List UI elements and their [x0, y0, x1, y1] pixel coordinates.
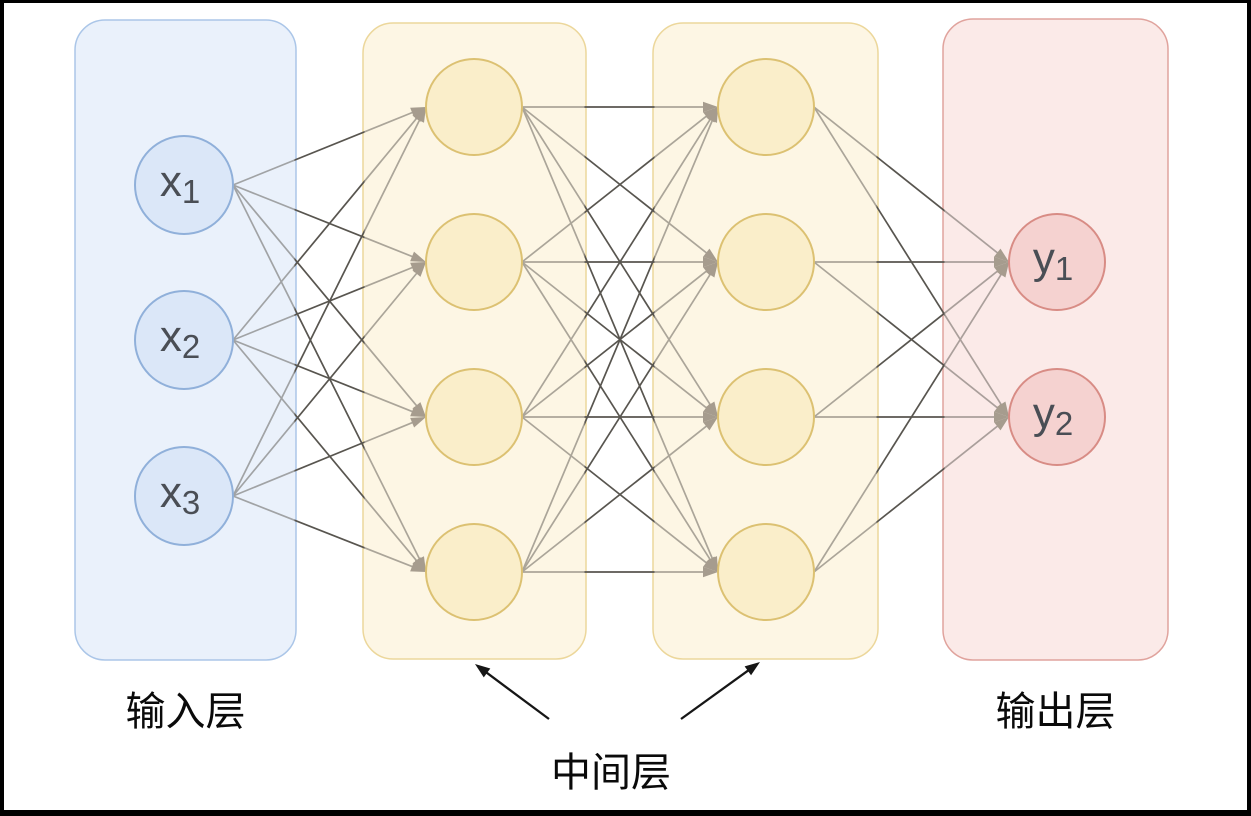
edge-arrowhead-icon [412, 402, 426, 417]
caption-arrow [482, 669, 550, 720]
nodes [134, 58, 1106, 621]
edge-arrowhead-icon [410, 406, 426, 417]
edge-arrowhead-icon [414, 107, 426, 123]
hidden-layer-1-node-1 [425, 58, 523, 156]
frame-edge [0, 810, 1251, 816]
edge-arrowhead-icon [703, 248, 718, 262]
edge-arrowhead-icon [994, 256, 1009, 268]
edge-arrowhead-icon [703, 101, 718, 113]
edge-arrowhead-icon [410, 561, 426, 572]
edge-arrowheads [410, 101, 1009, 578]
frame-edge [0, 0, 1251, 3]
edge-arrowhead-icon [703, 403, 718, 417]
hidden-layer-1-node-3 [425, 368, 523, 466]
annotation-arrows [475, 662, 760, 720]
hidden-layer-2-tint [654, 24, 877, 658]
edge-arrowhead-icon [994, 403, 1009, 417]
edge-arrowhead-icon [410, 417, 426, 428]
edge-arrowhead-icon [703, 256, 718, 268]
edge-arrowhead-icon [412, 557, 426, 572]
hidden-layer-2-node-4 [717, 523, 815, 621]
edge-arrowhead-icon [994, 417, 1009, 431]
edge-arrowhead-icon [703, 558, 718, 572]
hidden-layer-2-node-3 [717, 368, 815, 466]
input-layer-node-2 [134, 290, 234, 390]
input-layer-node-1 [134, 135, 234, 235]
node-label-x1: x1 [160, 157, 200, 210]
hidden-layer-2-node-1 [717, 58, 815, 156]
edge-arrowhead-icon [703, 411, 718, 423]
edge-arrowhead-icon [994, 411, 1009, 423]
node-labels: x1 x2 x3 y1 y2 [160, 157, 1073, 521]
output-layer-node-1 [1008, 213, 1106, 311]
node-label-x3: x3 [160, 468, 200, 521]
node-label-y2: y2 [1033, 389, 1073, 442]
hidden-layer-1-tint [364, 24, 585, 658]
edge-lines [232, 106, 1004, 573]
node-label-x2: x2 [160, 312, 200, 365]
caption-arrowhead-icon [475, 664, 491, 678]
edge-arrowhead-icon [707, 107, 718, 123]
input-layer-node-3 [134, 446, 234, 546]
edge-arrowhead-icon [996, 262, 1009, 278]
caption-arrowhead-icon [744, 662, 760, 676]
output-layer-node-2 [1008, 368, 1106, 466]
frame-edge [1247, 0, 1251, 816]
input-layer-label: 输入层 [125, 690, 246, 734]
hidden-layer-1-node-2 [425, 213, 523, 311]
output-layer-tint [944, 20, 1167, 659]
edge-arrowhead-icon [703, 566, 718, 578]
edge-arrowhead-icon [994, 248, 1009, 262]
hidden-layer-1-node-4 [425, 523, 523, 621]
edge-arrowhead-icon [412, 262, 426, 277]
output-layer-label: 输出层 [995, 690, 1116, 734]
node-label-y1: y1 [1033, 234, 1073, 287]
edge-arrowhead-icon [410, 251, 426, 262]
edge-arrowhead-icon [705, 262, 718, 278]
edge-arrowhead-icon [703, 417, 718, 431]
layer-box-tints [76, 20, 1167, 659]
frame-edge [0, 0, 4, 816]
middle-layer-label: 中间层 [551, 751, 671, 795]
caption-arrow [680, 666, 753, 720]
hidden-layer-2-node-2 [717, 213, 815, 311]
